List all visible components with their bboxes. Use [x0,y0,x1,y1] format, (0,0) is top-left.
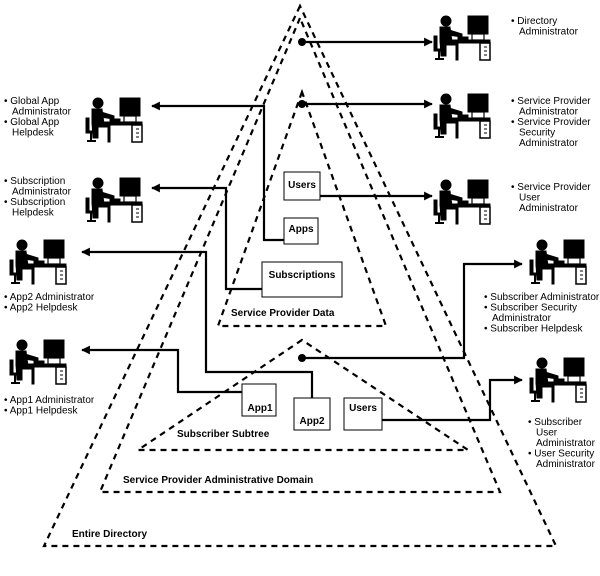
role-line: Helpdesk [12,208,55,219]
app1-roles: • App1 Administrator• App1 Helpdesk [4,395,95,417]
role-line: Administrator [536,459,596,470]
role-line: • Service Provider [511,117,591,128]
app1-label: App1 [248,403,273,414]
app2-workstation-icon [9,239,67,285]
app2-roles: • App2 Administrator• App2 Helpdesk [4,292,95,314]
role-line: Administrator [519,107,579,118]
subscriber-subtree-label: Subscriber Subtree [177,429,270,440]
subscriber-admin-roles: • Subscriber Administrator• Subscriber S… [484,292,600,335]
users-top-box: Users [283,171,321,201]
role-line: Administrator [492,313,552,324]
role-line: • Global App [4,117,60,128]
subscriber-user-admin-workstation-icon [529,357,587,403]
users-bottom-box: Users [343,397,383,431]
service-provider-data-region: Service Provider Data [216,88,388,328]
sp-admin-domain-label: Service Provider Administrative Domain [123,475,313,486]
users-bottom-label: Users [349,403,377,414]
role-line: • Subscriber Administrator [484,292,600,303]
apps-box: Apps [283,217,319,245]
role-line: • Service Provider [511,182,591,193]
role-line: • Subscriber Security [484,303,577,314]
sp-admin-workstation-icon [433,93,491,139]
role-line: • User Security [528,449,594,460]
role-line: Administrator [519,203,579,214]
role-line: • Service Provider [511,96,591,107]
role-line: Administrator [519,27,579,38]
role-line: • Subscription [4,176,65,187]
directory-admin-workstation-icon [433,15,491,61]
entire-directory-region: Entire Directory [42,3,558,548]
sp-data-label: Service Provider Data [231,308,335,319]
role-line: Administrator [12,107,72,118]
role-line: User [519,193,541,204]
role-line: • Subscription [4,197,65,208]
role-line: Administrator [536,438,596,449]
role-line: • App1 Helpdesk [4,406,79,417]
connectors [81,37,523,424]
users-top-label: Users [288,180,316,191]
app2-label: App2 [300,416,325,427]
role-line: • Directory [511,16,557,27]
sp-user-admin-workstation-icon [433,179,491,225]
role-line: Administrator [12,187,72,198]
role-line: • Subscriber Helpdesk [484,324,584,335]
role-line: • App2 Administrator [4,292,95,303]
role-line: Helpdesk [12,128,55,139]
role-line: Security [519,128,555,139]
role-line: • App2 Helpdesk [4,303,79,314]
role-line: User [536,428,558,439]
role-line: • Global App [4,96,60,107]
apps-label: Apps [289,224,314,235]
service-provider-admin-domain-region: Service Provider Administrative Domain [98,15,502,494]
subscriptions-label: Subscriptions [269,270,336,281]
role-line: • Subscriber [528,417,583,428]
subscriber-admin-workstation-icon [529,239,587,285]
app1-workstation-icon [9,339,67,385]
entire-directory-label: Entire Directory [72,529,147,540]
role-line: Administrator [519,138,579,149]
subscription-workstation-icon [85,177,143,223]
global-app-workstation-icon [85,97,143,143]
subscriptions-box: Subscriptions [261,261,343,298]
role-line: • App1 Administrator [4,395,95,406]
subscriber-subtree-region: Subscriber Subtree [134,338,472,452]
app1-box: App1 [241,383,277,417]
app2-box: App2 [293,397,331,431]
